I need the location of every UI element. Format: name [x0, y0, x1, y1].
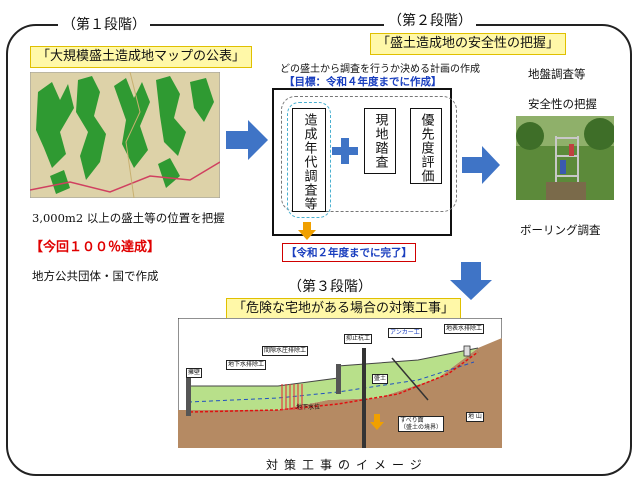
plan-dashed-group [281, 96, 457, 212]
safety-label: 安全性の把握 [528, 97, 597, 111]
plan-text: どの盛土から調査を行うか決める計画の作成 [280, 64, 480, 75]
survey-dashed-group [287, 102, 331, 218]
stage2-heading: （第２段階） [384, 10, 476, 30]
outer-frame [6, 24, 632, 476]
countermeasure-illustration [177, 317, 503, 449]
label-retaining-wall: 擁壁 [186, 368, 203, 378]
label-slip-surface: すべり面 （盛土の境界） [398, 416, 445, 432]
priority-box: 優先度評価 [410, 108, 442, 184]
stage3-heading: （第３段階） [284, 276, 376, 296]
plus-icon [332, 138, 358, 168]
embankment-map-image [29, 71, 221, 199]
label-ground: 地 山 [466, 412, 484, 422]
goal-text: 【目標：令和４年度までに作成】 [284, 76, 442, 88]
survey-box: 造成年代調査等 [292, 108, 326, 212]
down-arrow-icon [298, 222, 316, 244]
stage3-caption: 対策工事のイメージ [266, 458, 428, 472]
stage1-result: 【今回１００％達成】 [30, 240, 161, 255]
label-anchor: アンカー工 [388, 328, 422, 338]
stage2-title: 「盛土造成地の安全性の把握」 [370, 33, 567, 55]
stage1-note: 地方公共団体・国で作成 [32, 269, 159, 283]
right-arrow-icon [226, 120, 268, 164]
field-survey-box: 現地踏査 [364, 108, 396, 174]
done-badge: 【令和２年度までに完了】 [282, 243, 416, 262]
ground-survey-label: 地盤調査等 [528, 67, 586, 81]
down-arrow-icon [450, 262, 492, 304]
stage1-heading: （第１段階） [58, 14, 150, 34]
stage3-title: 「危険な宅地がある場合の対策工事」 [226, 298, 462, 320]
label-surface-drain: 地表水排除工 [444, 324, 485, 334]
stage1-title: 「大規模盛土造成地マップの公表」 [30, 46, 253, 68]
label-fill: 盛土 [372, 374, 389, 384]
boring-label: ボーリング調査 [520, 223, 601, 237]
boring-survey-photo [516, 116, 616, 200]
label-pile: 抑止杭工 [344, 334, 373, 344]
label-groundwater-drain: 地下水排除工 [226, 360, 267, 370]
stage1-description: 3,000m2 以上の盛土等の位置を把握 [32, 211, 225, 225]
label-shield-drain: 間隙水圧排除工 [262, 346, 309, 356]
label-groundwater-level: 地下水位 [296, 404, 321, 411]
right-arrow-icon [462, 146, 500, 188]
